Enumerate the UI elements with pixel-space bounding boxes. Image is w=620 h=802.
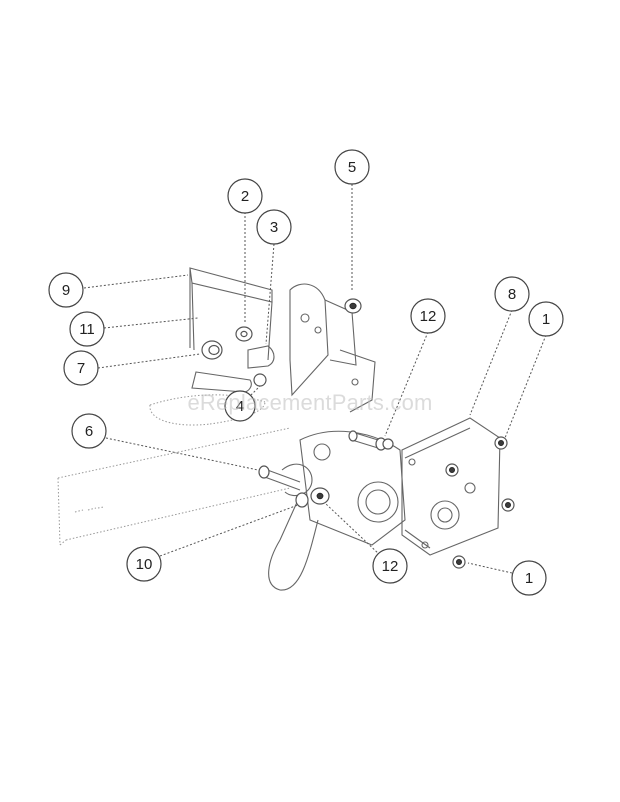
callout-5: 5 [334, 149, 370, 185]
callout-5-label: 5 [348, 159, 356, 176]
pivot-bolt-6 [258, 465, 301, 491]
callout-7: 7 [63, 350, 99, 386]
lower-pivot-bracket [268, 430, 406, 591]
callout-1-upper-label: 1 [542, 311, 550, 328]
callout-1-upper: 1 [528, 301, 564, 337]
bolt-12-upper [348, 430, 387, 451]
callout-11: 11 [69, 311, 105, 347]
leader-lines [83, 184, 547, 574]
watermark-text: eReplacementParts.com [187, 390, 432, 415]
callout-2-label: 2 [241, 188, 249, 205]
hex-nuts-item-1 [382, 436, 515, 569]
upper-mounting-bracket [189, 267, 376, 413]
side-mounting-plate [401, 417, 501, 556]
callout-4: 4 [224, 390, 256, 422]
callout-12-lower-label: 12 [382, 558, 399, 575]
callout-10-label: 10 [136, 556, 153, 573]
callout-3: 3 [256, 209, 292, 245]
callout-12-upper-label: 12 [420, 308, 437, 325]
callout-11-label: 11 [79, 321, 95, 338]
callout-2: 2 [227, 178, 263, 214]
callout-9: 9 [48, 272, 84, 308]
callout-1-lower-label: 1 [525, 570, 533, 587]
callout-8-label: 8 [508, 286, 516, 303]
callout-4-label: 4 [236, 398, 244, 415]
callout-3-label: 3 [270, 219, 278, 236]
callout-8: 8 [494, 276, 530, 312]
hardware-small-parts [191, 298, 362, 508]
callout-1-lower: 1 [511, 560, 547, 596]
callout-12-upper: 12 [410, 298, 446, 334]
callout-10: 10 [126, 546, 162, 582]
callout-7-label: 7 [77, 360, 85, 377]
callout-6: 6 [71, 413, 107, 449]
callout-12-lower: 12 [372, 548, 408, 584]
callout-9-label: 9 [62, 282, 70, 299]
callout-6-label: 6 [85, 423, 93, 440]
